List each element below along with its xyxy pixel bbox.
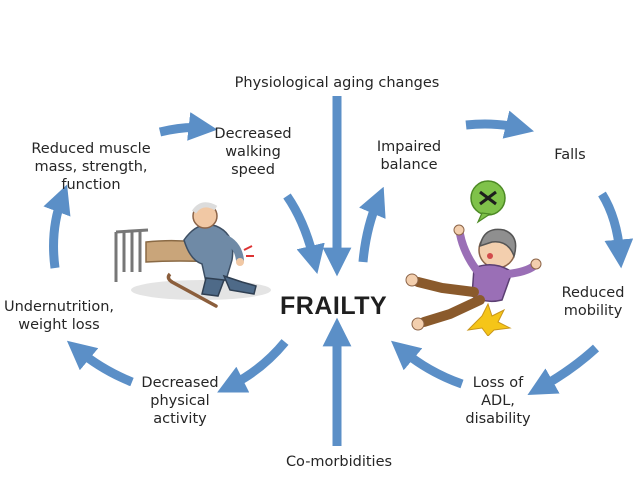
elderly-woman-falling-icon (405, 180, 542, 336)
arrow-muscle-to-walking (158, 112, 218, 141)
arrow-falls-to-mobility (598, 191, 634, 269)
arrow-frailty-to-activity (217, 339, 289, 393)
label-decreased-walking-speed: Decreased walking speed (214, 126, 292, 178)
arrow-balance-to-falls (465, 110, 535, 139)
label-co-morbidities: Co-morbidities (285, 454, 393, 470)
label-undernutrition: Undernutrition, weight loss (3, 299, 115, 333)
arrow-frailty-to-balance (358, 186, 386, 263)
arrow-activity-to-undernutrition (66, 340, 134, 387)
elderly-man-with-cane-icon (114, 202, 271, 308)
arrow-adl-to-frailty (391, 340, 464, 389)
label-reduced-mobility: Reduced mobility (561, 285, 625, 319)
label-falls: Falls (554, 147, 586, 163)
label-reduced-muscle: Reduced muscle mass, strength, function (31, 141, 151, 193)
label-impaired-balance: Impaired balance (376, 139, 442, 173)
arrow-mobility-to-adl (527, 344, 600, 396)
arrow-undernutrition-to-muscle (43, 184, 71, 269)
label-loss-of-adl: Loss of ADL, disability (465, 375, 531, 427)
label-physiological-aging-changes: Physiological aging changes (234, 75, 440, 91)
arrow-walking-to-frailty (283, 193, 325, 275)
label-decreased-physical-activity: Decreased physical activity (141, 375, 219, 427)
frailty-center-label: FRAILTY (280, 292, 388, 320)
